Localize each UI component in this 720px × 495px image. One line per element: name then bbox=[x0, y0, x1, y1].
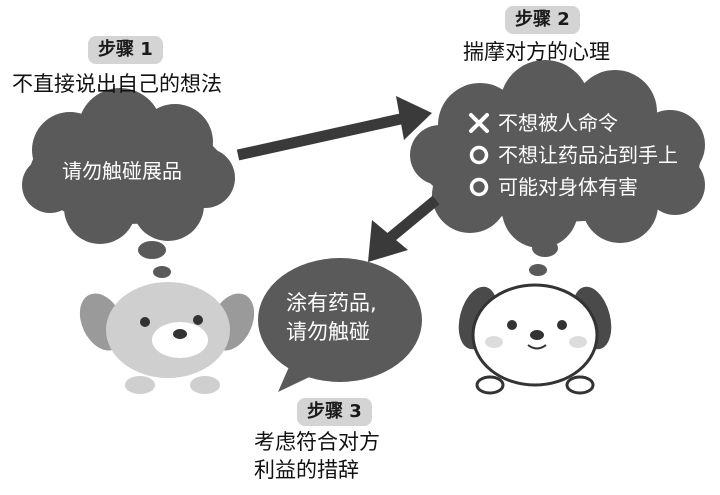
left-thought-dot-large bbox=[138, 241, 166, 259]
arrow-right-icon bbox=[236, 96, 432, 161]
left-dog-illustration bbox=[79, 282, 255, 394]
circle-icon bbox=[469, 177, 489, 197]
left-thought-dot-small bbox=[153, 266, 171, 278]
step2-item-3: 可能对身体有害 bbox=[468, 174, 638, 200]
step2-item-1-text: 不想被人命令 bbox=[498, 111, 618, 135]
left-thought-cloud bbox=[22, 88, 235, 244]
step1-caption: 不直接说出自己的想法 bbox=[12, 72, 222, 96]
step3-badge: 步骤 3 bbox=[297, 398, 372, 426]
arrow-down-left-icon bbox=[368, 195, 440, 262]
right-thought-cloud bbox=[410, 60, 705, 248]
x-icon bbox=[469, 113, 489, 133]
step2-item-2-text: 不想让药品沾到手上 bbox=[498, 143, 678, 167]
step3-bubble-line2: 请勿触碰 bbox=[286, 320, 370, 344]
right-thought-dot-small bbox=[529, 264, 547, 276]
step1-cloud-text: 请勿触碰展品 bbox=[62, 159, 182, 183]
speech-bubble bbox=[258, 258, 422, 392]
step1-badge: 步骤 1 bbox=[88, 36, 163, 64]
step2-caption: 揣摩对方的心理 bbox=[463, 40, 610, 64]
right-thought-dot-large bbox=[532, 239, 558, 257]
step3-bubble-line1: 涂有药品, bbox=[286, 291, 377, 315]
circle-icon bbox=[469, 145, 489, 165]
step2-item-2: 不想让药品沾到手上 bbox=[468, 142, 678, 168]
step3-caption-line1: 考虑符合对方 bbox=[254, 430, 380, 454]
step2-item-3-text: 可能对身体有害 bbox=[498, 175, 638, 199]
step2-badge: 步骤 2 bbox=[505, 6, 580, 34]
step3-caption-line2: 利益的措辞 bbox=[254, 458, 359, 482]
step2-item-1: 不想被人命令 bbox=[468, 110, 618, 136]
right-dog-illustration bbox=[458, 283, 612, 395]
